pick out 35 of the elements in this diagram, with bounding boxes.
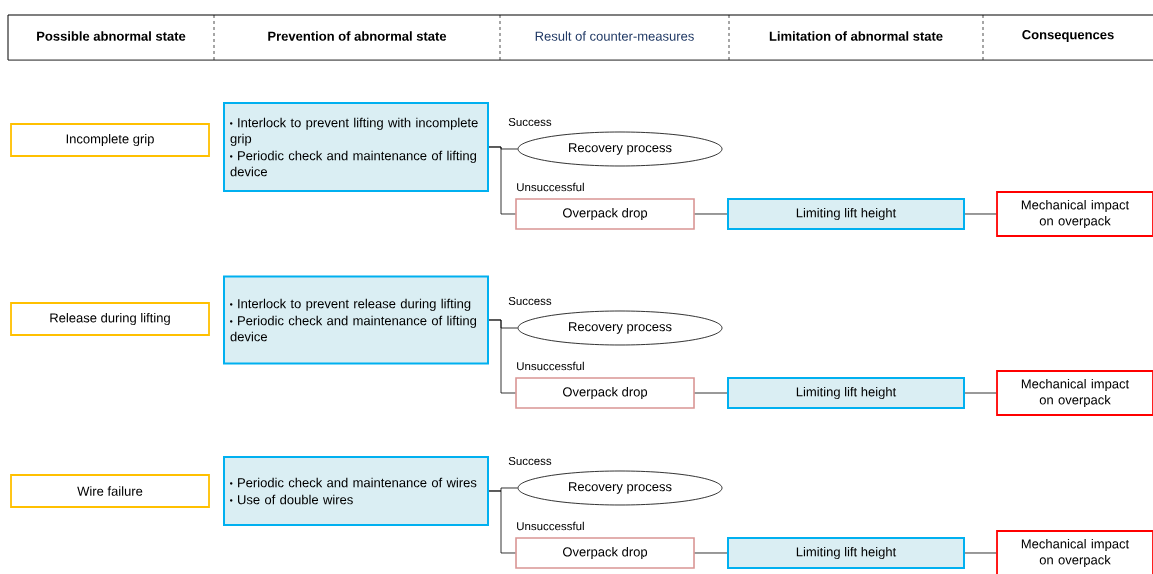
connector-line [964,552,997,554]
consequence-box: Mechanical impact on overpack [996,191,1153,237]
connector-line [488,490,516,554]
column-header: Possible abnormal state [37,31,186,41]
connector-line [694,552,728,554]
edge-label: Unsuccessful [515,520,586,532]
connector-line [488,146,516,215]
connector-line [964,392,997,394]
drop-box: Overpack drop [515,537,695,569]
connector-line [488,319,516,394]
prevention-box: Interlock to prevent lifting with incomplete grip Periodic check and maintenance of lifting device [223,102,489,192]
limitation-box: Limiting lift height [727,198,965,230]
state-box: Incomplete grip [10,123,210,157]
edge-label: Success [507,116,553,128]
consequence-box: Mechanical impact on overpack [996,370,1153,416]
drop-box: Overpack drop [515,198,695,230]
limitation-box: Limiting lift height [727,537,965,569]
prevention-box: Periodic check and maintenance of wires Use of double wires [223,456,489,526]
edge-label: Success [507,455,553,467]
edge-label: Success [507,295,553,307]
column-header: Result of counter-measures [535,31,694,41]
column-header: Limitation of abnormal state [769,31,943,41]
consequence-box: Mechanical impact on overpack [996,530,1153,574]
prevention-box: Interlock to prevent release during lifting Periodic check and maintenance of lifting device [223,275,489,365]
column-header: Prevention of abnormal state [268,31,447,41]
column-header: Consequences [1022,30,1114,42]
limitation-box: Limiting lift height [727,377,965,409]
state-box: Wire failure [10,474,210,508]
state-box: Release during lifting [10,302,210,336]
connector-line [694,392,728,394]
edge-label: Unsuccessful [515,360,586,372]
edge-label: Unsuccessful [515,181,586,193]
connector-line [694,213,728,215]
connector-line [964,213,997,215]
drop-box: Overpack drop [515,377,695,409]
